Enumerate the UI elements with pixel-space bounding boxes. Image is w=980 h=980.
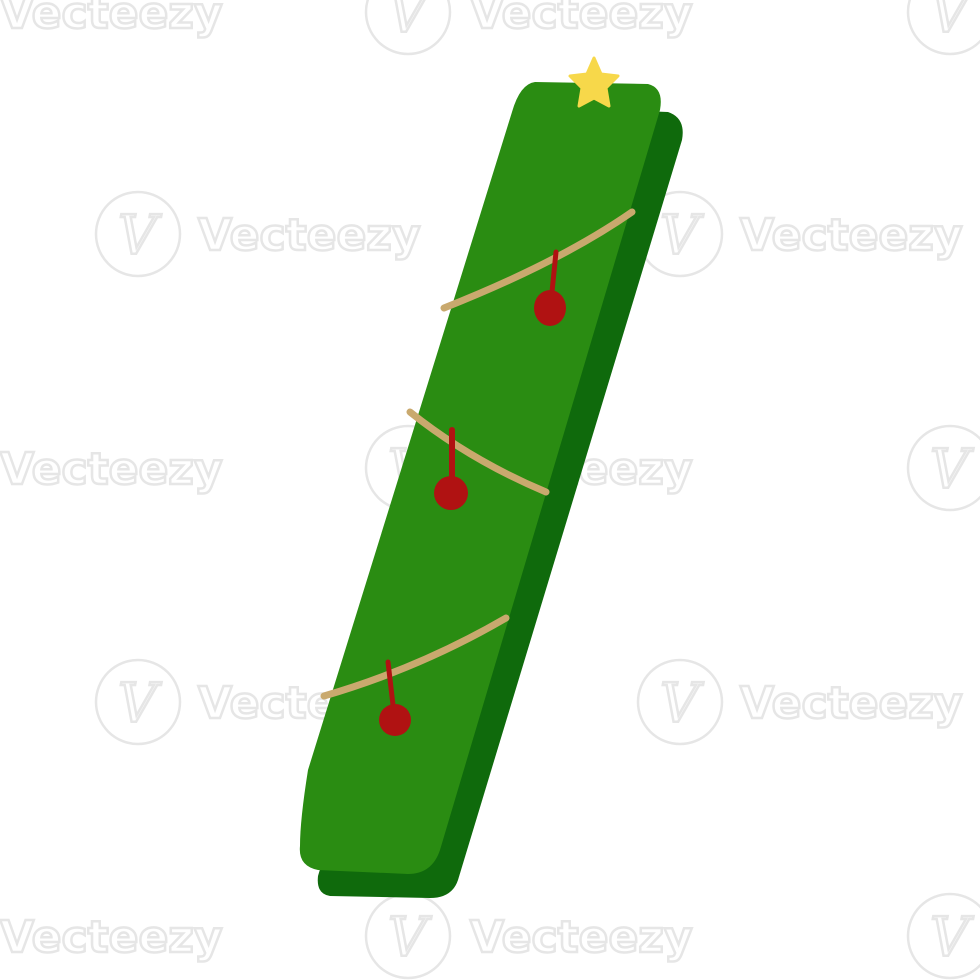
- watermark-logo: V: [94, 190, 182, 278]
- garland: [440, 208, 636, 312]
- watermark-text: Vecteezy: [740, 678, 963, 729]
- star-icon: [568, 56, 620, 108]
- watermark-logo: V: [906, 892, 980, 980]
- watermark-text: Vecteezy: [0, 912, 223, 963]
- watermark-text: Vecteezy: [198, 210, 421, 261]
- ornament: [434, 427, 468, 510]
- watermark-text: Vecteezy: [470, 912, 693, 963]
- watermark-text: Vecteezy: [0, 444, 223, 495]
- svg-text:V: V: [388, 0, 432, 45]
- watermark-logo: V: [94, 658, 182, 746]
- svg-text:V: V: [118, 672, 162, 735]
- letter-i: [299, 56, 683, 898]
- watermark-logo: V: [906, 424, 980, 512]
- garland: [406, 408, 550, 496]
- ornament: [534, 249, 566, 326]
- svg-text:V: V: [660, 672, 704, 735]
- watermark-text: Vecteezy: [0, 0, 223, 39]
- svg-text:V: V: [388, 906, 432, 969]
- watermark-text: Vecteezy: [740, 210, 963, 261]
- watermark-logo: V: [636, 658, 724, 746]
- watermark-logo: V: [364, 0, 452, 56]
- svg-text:V: V: [930, 438, 974, 501]
- watermark-logo: V: [636, 190, 724, 278]
- watermark-logo: V: [906, 0, 980, 56]
- watermark-text: Vecteezy: [470, 0, 693, 39]
- svg-text:V: V: [118, 204, 162, 267]
- svg-text:V: V: [930, 0, 974, 45]
- garland: [320, 614, 510, 700]
- ornament: [379, 659, 411, 736]
- svg-text:V: V: [930, 906, 974, 969]
- watermark-logo: V: [364, 892, 452, 980]
- svg-text:V: V: [660, 204, 704, 267]
